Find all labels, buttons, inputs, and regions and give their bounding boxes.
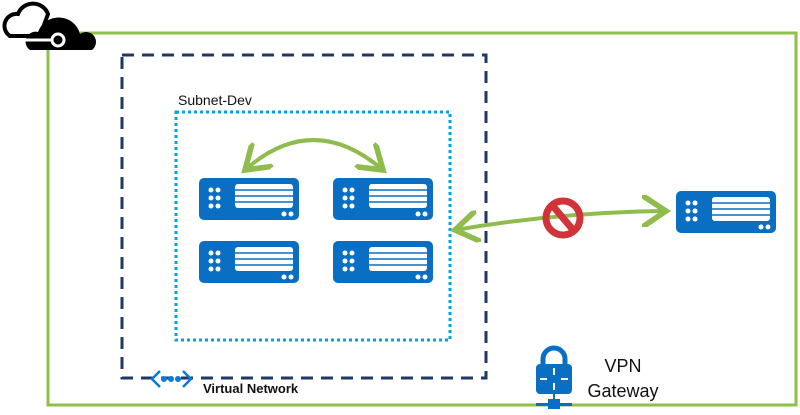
virtual-network-icon xyxy=(150,370,193,388)
subnet-boundary xyxy=(174,110,452,342)
server-icon xyxy=(198,177,300,221)
allowed-connection-arrow xyxy=(245,138,383,170)
server-icon xyxy=(332,240,434,284)
vpn-gateway-label: VPN Gateway xyxy=(578,354,668,404)
blocked-icon xyxy=(542,197,584,239)
cloud-boundary xyxy=(46,31,798,407)
subnet-label: Subnet-Dev xyxy=(178,92,252,108)
server-icon xyxy=(332,177,434,221)
vpn-label-line2: Gateway xyxy=(587,381,659,401)
virtual-network-label: Virtual Network xyxy=(203,381,299,396)
vpn-label-line1: VPN xyxy=(604,356,642,376)
server-icon xyxy=(198,240,300,284)
azure-cloud-icon xyxy=(2,1,96,50)
vpn-gateway-lock-icon xyxy=(536,345,572,409)
server-icon xyxy=(675,190,777,234)
